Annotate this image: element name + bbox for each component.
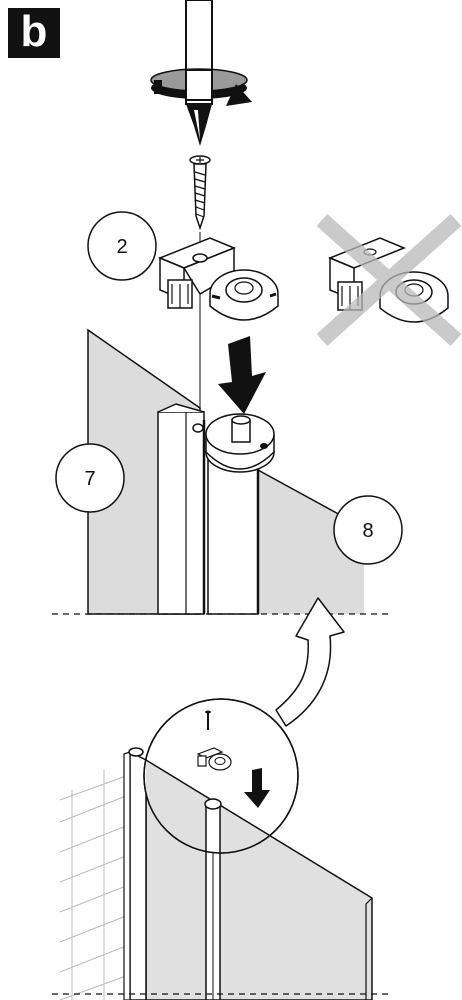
small-screw-icon (205, 710, 211, 730)
door-profile (157, 403, 260, 615)
callout-part-2: 2 (87, 211, 157, 281)
cross-mark-icon (316, 214, 462, 346)
callout-7-label: 7 (84, 468, 95, 490)
callout-8-label: 8 (362, 520, 373, 542)
hinge-bracket (158, 237, 279, 321)
callout-2-label: 2 (116, 236, 127, 258)
small-bracket (196, 747, 232, 771)
rotate-clockwise-icon (150, 68, 252, 106)
screw-icon (189, 155, 211, 231)
callout-part-8: 8 (333, 495, 403, 565)
down-arrow-icon (218, 336, 266, 414)
callout-part-7: 7 (55, 443, 125, 513)
tiled-wall (59, 760, 127, 1000)
step-badge: b (8, 8, 60, 58)
small-down-arrow-icon (244, 768, 270, 808)
curved-arrow-icon (275, 597, 345, 727)
hinge-cap (192, 413, 275, 473)
